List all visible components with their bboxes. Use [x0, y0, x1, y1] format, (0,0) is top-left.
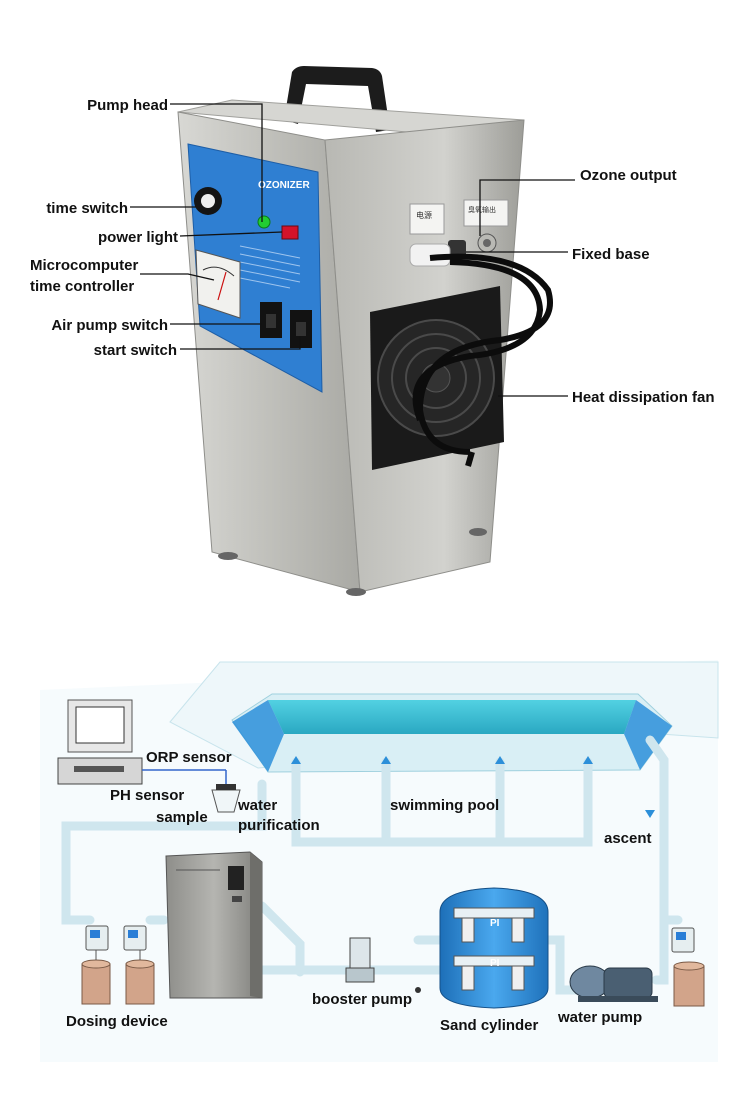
- callout-heat-fan: Heat dissipation fan: [572, 389, 715, 406]
- label-ascent: ascent: [604, 830, 652, 847]
- label-water-l1: water: [237, 797, 277, 814]
- gauge-label-top: PI: [490, 918, 500, 929]
- label-orp-sensor: ORP sensor: [146, 749, 232, 766]
- label-water-l2: purification: [238, 817, 320, 834]
- power-cord: [412, 253, 553, 467]
- pool-water: [268, 700, 636, 734]
- computer: [57, 699, 143, 785]
- power-label-cn: 电源: [416, 210, 432, 220]
- system-diagram: PI PI: [40, 660, 719, 1062]
- ozone-generator: OZONIZER 电源 臭氧输出: [177, 66, 553, 596]
- callout-lines: [130, 103, 575, 397]
- flow-arrows: [291, 756, 655, 818]
- sand-cylinder-tank: PI PI: [439, 887, 549, 1009]
- label-sample: sample: [156, 809, 208, 826]
- label-dosing-device: Dosing device: [66, 1013, 168, 1030]
- time-controller-meter: [195, 249, 241, 319]
- panel-brand: OZONIZER: [258, 180, 310, 191]
- label-water-pump: water pump: [557, 1009, 642, 1026]
- callout-microcomputer-l1: Microcomputer: [30, 257, 139, 274]
- pipework: [61, 735, 683, 995]
- label-booster-pump: booster pump: [312, 991, 412, 1008]
- label-swimming-pool: swimming pool: [390, 797, 499, 814]
- control-panel: [187, 143, 323, 393]
- callout-power-light: power light: [98, 229, 178, 246]
- red-button: [281, 225, 299, 240]
- sensor-cell: [142, 769, 241, 813]
- callout-air-pump-switch: Air pump switch: [51, 317, 168, 334]
- carry-handle: [284, 66, 390, 132]
- power-light: [257, 215, 271, 229]
- booster-pump-unit: [345, 937, 421, 993]
- callout-pump-head: Pump head: [87, 97, 168, 114]
- callout-time-switch: time switch: [46, 200, 128, 217]
- fixed-base-fitting: [448, 240, 466, 258]
- callout-ozone-output: Ozone output: [580, 167, 677, 184]
- callout-microcomputer-l2: time controller: [30, 278, 134, 295]
- callout-fixed-base: Fixed base: [572, 246, 650, 263]
- gauge-label-bottom: PI: [490, 958, 500, 969]
- ozone-label-cn: 臭氧输出: [468, 205, 496, 214]
- callout-start-switch: start switch: [94, 342, 177, 359]
- ozone-cabinet: [165, 851, 263, 999]
- label-sand-cylinder: Sand cylinder: [440, 1017, 539, 1034]
- label-ph-sensor: PH sensor: [110, 787, 184, 804]
- water-pump-unit: [569, 965, 658, 1002]
- dosing-devices: [81, 925, 705, 1007]
